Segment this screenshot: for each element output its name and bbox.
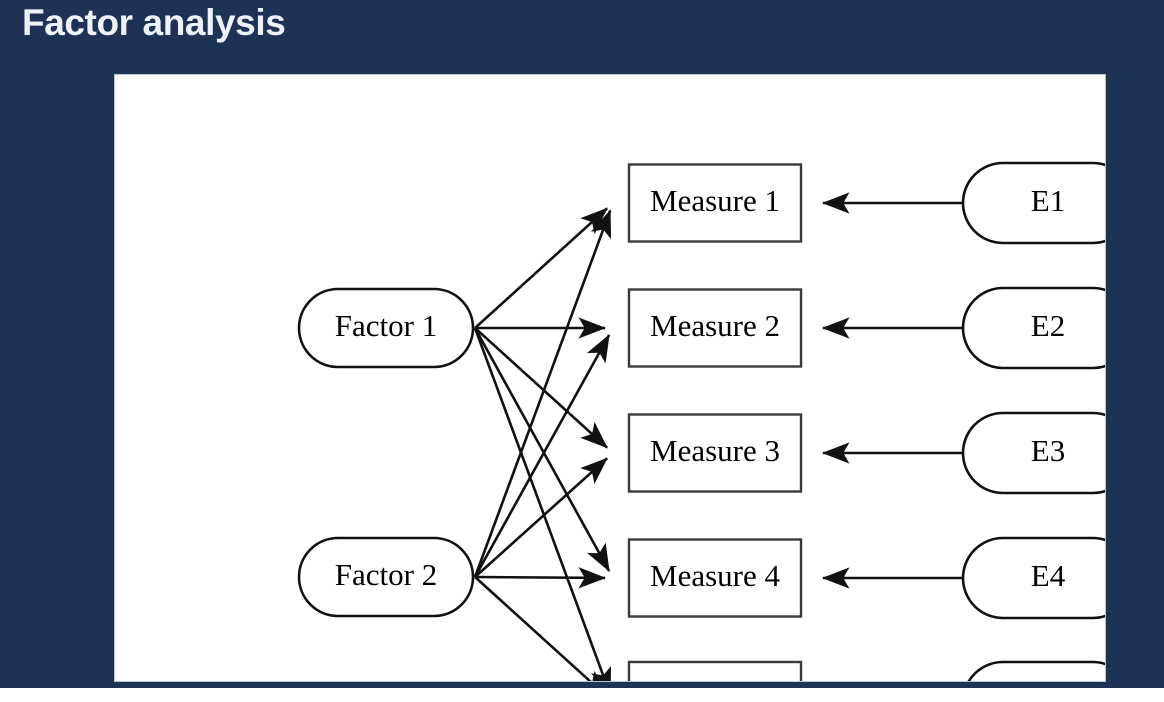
- factor1-shape: [297, 287, 475, 369]
- factor1-label: Factor 1: [335, 308, 437, 343]
- loading-arrow-factor2-to-measure3: [474, 457, 608, 578]
- e5-shape: [967, 660, 1105, 681]
- measure2-label: Measure 2: [650, 308, 780, 343]
- loading-arrow-factor1-to-measure4: [473, 327, 611, 572]
- measure2-shape: [627, 288, 803, 368]
- node-measure1[interactable]: Measure 1: [627, 163, 803, 243]
- factor-analysis-diagram: Factor 1 Factor 2 Measure 1 Measure 2 Measur…: [297, 161, 1106, 682]
- nodes-group: Factor 1 Factor 2 Measure 1 Measure 2 Measur…: [297, 161, 1106, 682]
- node-measure3[interactable]: Measure 3: [627, 413, 803, 493]
- page-title: Factor analysis: [22, 2, 286, 43]
- node-measure4[interactable]: Measure 4: [627, 538, 803, 618]
- loading-arrow-factor1-to-measure3: [474, 327, 608, 449]
- measure3-shape: [627, 413, 803, 493]
- node-measure5[interactable]: Measure 5: [627, 660, 803, 682]
- loading-arrow-factor2-to-measure4: [474, 567, 607, 589]
- measure3-label: Measure 3: [650, 433, 780, 468]
- e3-shape: [961, 411, 1105, 495]
- measure1-label: Measure 1: [650, 183, 780, 218]
- page-footer: [0, 688, 1164, 702]
- node-factor2[interactable]: Factor 2: [297, 536, 475, 618]
- node-e5[interactable]: E5: [963, 660, 1106, 682]
- figure-panel: Factor 1 Factor 2 Measure 1 Measure 2 Measur…: [114, 74, 1106, 682]
- loading-arrows-group: [473, 207, 612, 681]
- e2-shape: [961, 286, 1105, 370]
- factor2-shape: [297, 536, 475, 618]
- node-measure2[interactable]: Measure 2: [627, 288, 803, 368]
- e2-label: E2: [1031, 308, 1065, 343]
- loading-arrow-factor2-to-measure5: [474, 576, 608, 681]
- e3-label: E3: [1031, 433, 1065, 468]
- e4-shape: [961, 536, 1105, 620]
- measure4-label: Measure 4: [650, 558, 780, 593]
- error-arrows-group: [821, 192, 962, 589]
- e1-label: E1: [1031, 183, 1065, 218]
- loading-arrow-factor2-to-measure2: [473, 334, 611, 578]
- node-e3[interactable]: E3: [961, 411, 1106, 495]
- loading-arrow-factor1-to-measure5: [473, 327, 612, 681]
- e1-shape: [961, 161, 1105, 245]
- factor2-label: Factor 2: [335, 557, 437, 592]
- loading-arrow-factor1-to-measure1: [474, 207, 608, 329]
- measure5-shape: [627, 660, 803, 681]
- node-e1[interactable]: E1: [961, 161, 1106, 245]
- measure4-shape: [627, 538, 803, 618]
- loading-arrow-factor2-to-measure1: [473, 209, 612, 578]
- measure1-shape: [627, 163, 803, 243]
- node-e2[interactable]: E2: [961, 286, 1106, 370]
- e4-label: E4: [1031, 558, 1066, 593]
- node-e4[interactable]: E4: [961, 536, 1106, 620]
- node-factor1[interactable]: Factor 1: [297, 287, 475, 369]
